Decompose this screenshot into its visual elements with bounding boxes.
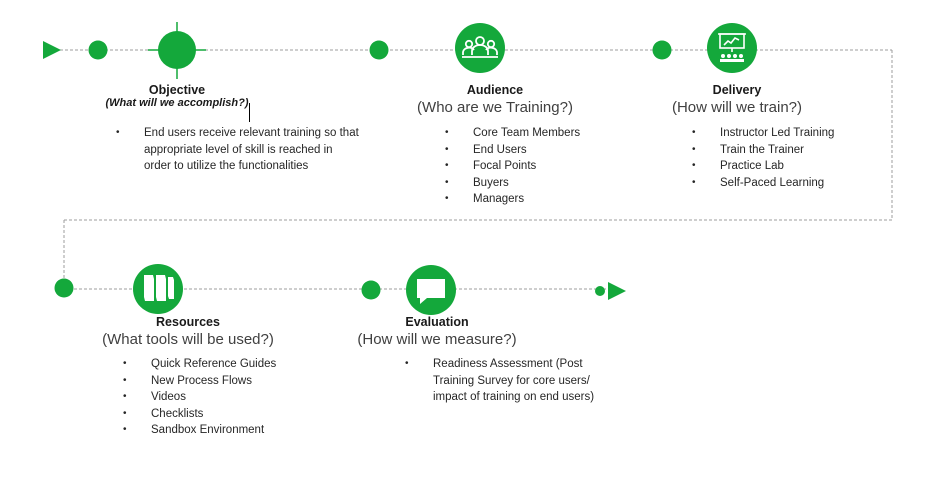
start-arrow-icon [43, 41, 61, 59]
list-item: Core Team Members [445, 125, 580, 142]
list-item: Videos [123, 389, 276, 406]
delivery-list: Instructor Led Training Train the Traine… [692, 125, 834, 191]
timeline-dot [54, 278, 74, 298]
timeline-dot [595, 286, 605, 296]
resources-block: Resources (What tools will be used?) [73, 315, 303, 348]
evaluation-list: Readiness Assessment (Post Training Surv… [405, 356, 610, 406]
text-cursor [249, 103, 250, 122]
list-item: Buyers [445, 175, 580, 192]
objective-title: Objective [148, 83, 206, 97]
crosshair-icon [148, 22, 206, 79]
list-item: Practice Lab [692, 158, 834, 175]
objective-block: Objective (What will we accomplish?) [92, 83, 262, 109]
delivery-block: Delivery (How will we train?) [652, 83, 822, 116]
audience-subtitle: (Who are we Training?) [417, 99, 573, 116]
presentation-icon [707, 23, 757, 73]
list-item: Instructor Led Training [692, 125, 834, 142]
list-item: End Users [445, 142, 580, 159]
list-item: Readiness Assessment (Post Training Surv… [405, 356, 610, 406]
list-item: Checklists [123, 406, 276, 423]
delivery-subtitle: (How will we train?) [671, 99, 803, 116]
evaluation-title: Evaluation [405, 315, 469, 329]
list-item: End users receive relevant training so t… [116, 125, 361, 175]
list-item: Focal Points [445, 158, 580, 175]
list-item: Quick Reference Guides [123, 356, 276, 373]
resources-list: Quick Reference Guides New Process Flows… [123, 356, 276, 439]
speech-bubble-icon [406, 265, 456, 315]
audience-block: Audience (Who are we Training?) [400, 83, 590, 116]
objective-subtitle: (What will we accomplish?) [105, 97, 249, 109]
documents-icon [133, 264, 183, 314]
timeline-dot [652, 40, 672, 60]
objective-list: End users receive relevant training so t… [116, 125, 361, 175]
resources-title: Resources [156, 315, 220, 329]
evaluation-subtitle: (How will we measure?) [357, 331, 517, 348]
timeline-dot [88, 40, 108, 60]
resources-subtitle: (What tools will be used?) [102, 331, 274, 348]
delivery-title: Delivery [712, 83, 762, 97]
list-item: New Process Flows [123, 373, 276, 390]
end-arrow-icon [608, 282, 626, 300]
evaluation-block: Evaluation (How will we measure?) [357, 315, 517, 348]
list-item: Self-Paced Learning [692, 175, 834, 192]
timeline-dot [361, 280, 381, 300]
list-item: Train the Trainer [692, 142, 834, 159]
audience-title: Audience [466, 83, 524, 97]
group-icon [455, 23, 505, 73]
list-item: Managers [445, 191, 580, 208]
audience-list: Core Team Members End Users Focal Points… [445, 125, 580, 208]
timeline-dot [369, 40, 389, 60]
list-item: Sandbox Environment [123, 422, 276, 439]
